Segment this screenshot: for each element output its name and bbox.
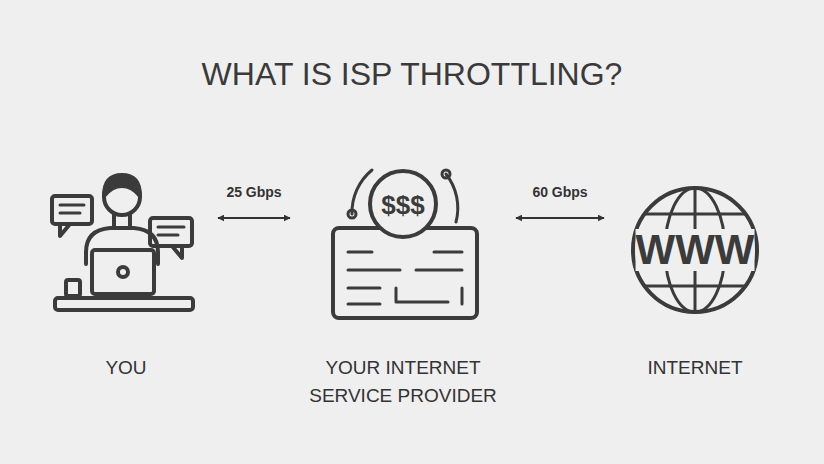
node-label: YOU [40,354,212,382]
board-lines [348,252,462,304]
speech-bubble [52,196,92,224]
isp-icon [333,170,477,318]
diagram-title: WHAT IS ISP THROTTLING? [0,52,824,96]
orbit-dot [442,170,450,178]
money-symbol: $$$ [381,192,424,218]
bandwidth-label: 25 Gbps [223,184,284,200]
desk [55,298,193,310]
orbit-arc [446,174,458,222]
bubble-tail [60,224,70,236]
icon-node: INTERNET [610,165,780,382]
node-label: INTERNET [610,354,780,382]
isp-board [333,228,477,318]
laptop-logo [118,267,128,277]
www-mark: WWW [636,229,755,271]
icon-node: YOU [40,165,212,382]
person-hair [104,175,140,196]
orbit-dot [348,210,356,218]
person-icon [52,175,193,310]
bubble-lines [158,227,184,235]
double-arrow [218,217,290,219]
double-arrow [516,217,604,219]
bubble-lines [60,205,84,213]
cup [66,280,80,296]
globe-outline [633,188,757,312]
money-globe [370,171,436,237]
bubble-tail [172,246,182,258]
laptop-screen [92,250,154,294]
node-label: YOUR INTERNET SERVICE PROVIDER [296,354,510,410]
globe-icon [633,188,757,312]
bandwidth-label: 60 Gbps [529,184,590,200]
